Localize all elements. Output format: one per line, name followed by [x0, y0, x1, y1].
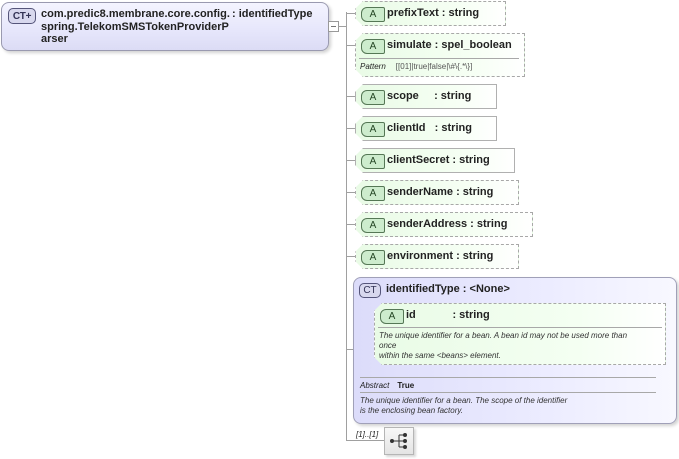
divider: [378, 327, 662, 328]
doc-line: once: [379, 341, 397, 350]
doc-line: The unique identifier for a bean. A bean…: [379, 331, 628, 340]
attribute-badge-icon: A: [380, 309, 404, 324]
connector: [346, 440, 384, 441]
attribute-badge-icon: A: [361, 186, 385, 201]
name-line-3: arser: [41, 33, 68, 45]
abstract-row: Abstract True: [360, 381, 414, 390]
attribute-simulate[interactable]: A simulate : spel_boolean Pattern [[01]|t…: [355, 33, 525, 77]
connector: [346, 192, 355, 193]
abstract-key: Abstract: [360, 381, 390, 390]
connector: [346, 160, 355, 161]
connector: [346, 45, 355, 46]
connector-trunk: [346, 12, 347, 440]
attribute-label: simulate : spel_boolean: [387, 39, 512, 51]
complex-type-badge-icon: CT+: [8, 8, 36, 24]
root-base-type: : identifiedType: [232, 8, 313, 20]
attribute-clientSecret[interactable]: A clientSecret : string: [355, 148, 515, 173]
id-documentation: The unique identifier for a bean. A bean…: [379, 331, 627, 361]
attribute-label: environment : string: [387, 250, 494, 262]
connector: [346, 13, 355, 14]
pattern-row: Pattern [[01]|true|false|\#\{.*\}]: [360, 62, 472, 71]
attribute-scope[interactable]: A scope : string: [355, 84, 497, 109]
doc-line: The unique identifier for a bean. The sc…: [360, 396, 568, 405]
attribute-label: clientSecret : string: [387, 154, 490, 166]
attribute-id[interactable]: A id : string The unique identifier for …: [374, 303, 666, 365]
pattern-key: Pattern: [360, 62, 386, 71]
connector: [346, 349, 353, 350]
sequence-icon: [390, 433, 407, 449]
attribute-badge-icon: A: [361, 90, 385, 105]
complex-type-badge-icon: CT: [359, 283, 381, 298]
connector: [346, 224, 355, 225]
connector: [346, 128, 355, 129]
attribute-badge-icon: A: [361, 250, 385, 265]
root-type-name: com.predic8.membrane.core.config. spring…: [41, 8, 230, 46]
attribute-senderAddress[interactable]: A senderAddress : string: [355, 212, 533, 237]
base-type-documentation: The unique identifier for a bean. The sc…: [360, 396, 567, 416]
connector: [346, 256, 355, 257]
attribute-label: prefixText : string: [387, 7, 480, 19]
attribute-badge-icon: A: [361, 218, 385, 233]
divider: [359, 58, 519, 59]
attribute-badge-icon: A: [361, 39, 385, 54]
attribute-badge-icon: A: [361, 7, 385, 22]
sequence-compositor[interactable]: [384, 427, 414, 455]
divider: [360, 392, 656, 393]
attribute-label: scope : string: [387, 90, 472, 102]
abstract-value: True: [397, 381, 415, 390]
multiplicity-label: [1]..[1]: [356, 430, 379, 439]
attribute-badge-icon: A: [361, 122, 385, 137]
doc-line: is the enclosing bean factory.: [360, 406, 464, 415]
connector: [338, 26, 346, 27]
name-line-2: spring.TelekomSMSTokenProviderP: [41, 20, 229, 33]
base-complex-type-identifiedType[interactable]: CT identifiedType : <None> A id : string…: [353, 277, 677, 424]
base-type-title: identifiedType : <None>: [386, 283, 510, 295]
attribute-prefixText[interactable]: A prefixText : string: [355, 1, 506, 26]
doc-line: within the same <beans> element.: [379, 351, 501, 360]
connector: [346, 96, 355, 97]
root-complex-type[interactable]: CT+ com.predic8.membrane.core.config. sp…: [1, 2, 329, 51]
attribute-label: clientId : string: [387, 122, 472, 134]
attribute-senderName[interactable]: A senderName : string: [355, 180, 519, 205]
pattern-value: [[01]|true|false|\#\{.*\}]: [395, 62, 473, 71]
attribute-environment[interactable]: A environment : string: [355, 244, 519, 269]
attribute-label: senderName : string: [387, 186, 494, 198]
attribute-clientId[interactable]: A clientId : string: [355, 116, 497, 141]
divider: [360, 377, 656, 378]
attribute-label: senderAddress : string: [387, 218, 508, 230]
name-line-1: com.predic8.membrane.core.config.: [41, 8, 230, 20]
attribute-label: id : string: [406, 309, 490, 321]
attribute-badge-icon: A: [361, 154, 385, 169]
